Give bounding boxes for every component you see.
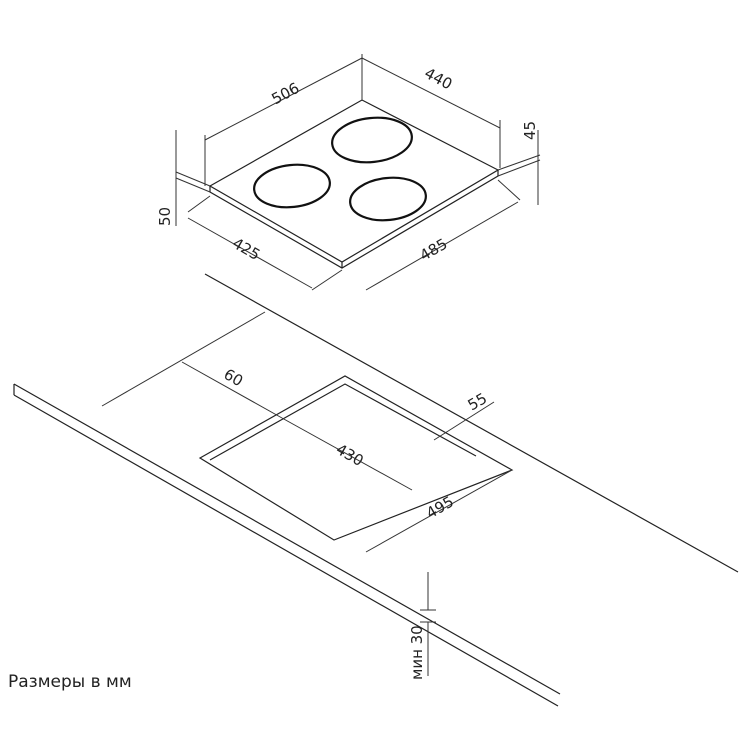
dim-60: 60 — [221, 365, 247, 390]
dim-485: 485 — [417, 235, 451, 265]
dim-425: 425 — [229, 234, 263, 264]
countertop-front-bottom-edge — [13, 394, 559, 707]
dim-45: 45 — [521, 121, 539, 140]
burner-front-left — [253, 163, 331, 209]
dim-440: 440 — [422, 64, 456, 93]
dim-55: 55 — [465, 389, 491, 414]
hob-top-surface — [208, 99, 500, 263]
dim-495: 495 — [423, 492, 457, 522]
dim-50: 50 — [156, 207, 174, 226]
dim-506: 506 — [269, 79, 303, 108]
countertop-drawing — [13, 273, 739, 707]
cutout-dimensions: 60 430 55 495 мин 30 — [181, 361, 513, 680]
units-caption: Размеры в мм — [8, 672, 132, 692]
countertop-front-top-edge — [13, 383, 561, 695]
burner-back — [331, 116, 413, 164]
countertop-back-edge — [204, 273, 739, 573]
dim-min-30: мин 30 — [408, 625, 426, 680]
dim-430: 430 — [333, 440, 367, 470]
hob-dimensions: 506 440 45 50 425 485 — [156, 54, 541, 291]
burner-front-right — [349, 176, 427, 222]
